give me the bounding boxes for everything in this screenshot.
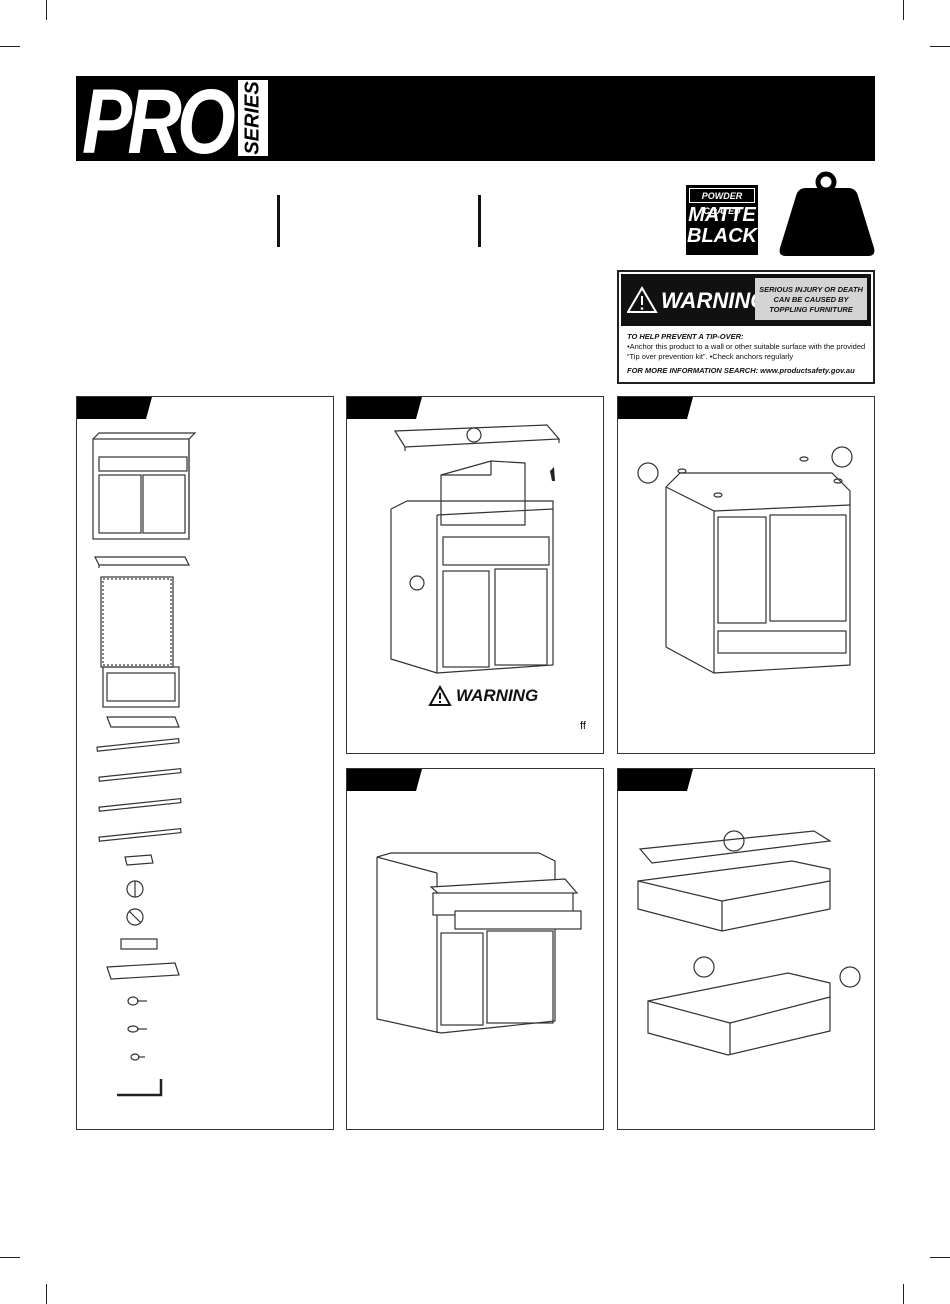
- assembly-illustration: [390, 424, 561, 674]
- finish-badge: POWDER COATED MATTE BLACK: [686, 185, 758, 255]
- step-panel-drawer: [346, 768, 604, 1130]
- finish-line-2: BLACK: [687, 225, 757, 247]
- header-banner: PRO SERIES: [76, 76, 875, 161]
- step-tab: [618, 769, 693, 791]
- warning-more-info: FOR MORE INFORMATION SEARCH: www.product…: [627, 366, 855, 375]
- crop-mark: [930, 46, 950, 47]
- step-tab: [618, 397, 693, 419]
- parts-list-panel: [76, 396, 334, 1130]
- warning-title: WARNING: [661, 288, 768, 313]
- divider: [478, 195, 481, 247]
- allen-key-icon: [117, 1079, 163, 1097]
- brand-logo: PRO SERIES: [76, 76, 288, 161]
- parts-illustrations: [92, 432, 197, 1061]
- tip-over-warning-label: WARNING SERIOUS INJURY OR DEATH CAN BE C…: [617, 270, 875, 384]
- crop-mark: [930, 1257, 950, 1258]
- crop-mark: [903, 1284, 904, 1304]
- finish-line-1: MATTE: [688, 204, 756, 226]
- crop-mark: [46, 1284, 47, 1304]
- crop-mark: [903, 0, 904, 20]
- crop-mark: [0, 46, 20, 47]
- crop-mark: [46, 0, 47, 20]
- warning-triangle-icon: [627, 286, 658, 313]
- warning-header: WARNING SERIOUS INJURY OR DEATH CAN BE C…: [621, 274, 871, 326]
- step-tab: [347, 769, 422, 791]
- logo-sub-text: SERIES: [241, 81, 264, 155]
- step-panel-top-board: [346, 396, 604, 754]
- powder-coated-label: POWDER COATED: [689, 188, 755, 216]
- assembly-illustration: [376, 852, 582, 1034]
- warning-severity: SERIOUS INJURY OR DEATH CAN BE CAUSED BY…: [755, 278, 867, 320]
- warning-triangle-icon: [428, 685, 452, 706]
- step-tab: [347, 397, 422, 419]
- assembly-illustration: [637, 830, 861, 1056]
- step-warning-text: WARNING: [456, 686, 539, 705]
- warning-instructions: •Anchor this product to a wall or other …: [627, 342, 866, 361]
- step-tab: [77, 397, 152, 419]
- arrow-icon: [550, 467, 555, 481]
- logo-main-text: PRO: [82, 76, 236, 161]
- step-warning: WARNING: [428, 685, 538, 709]
- step-footnote: ff: [580, 720, 586, 732]
- logo-series-tag: SERIES: [238, 80, 268, 156]
- finish-name: MATTE BLACK: [686, 205, 758, 247]
- crop-mark: [0, 1257, 20, 1258]
- divider: [277, 195, 280, 247]
- step-panel-drawer-tray: [617, 768, 875, 1130]
- step-panel-feet: [617, 396, 875, 754]
- assembly-illustration: [637, 446, 853, 674]
- warning-help-heading: TO HELP PREVENT A TIP-OVER:: [627, 332, 744, 341]
